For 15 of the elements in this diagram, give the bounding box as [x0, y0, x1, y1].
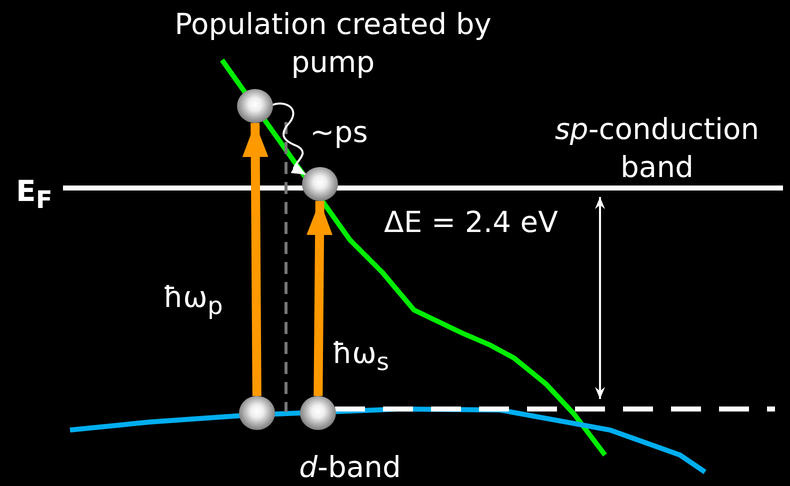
- time-label: ~ps: [310, 114, 368, 151]
- photon-energy-label: ħω$_{p}$: [163, 279, 223, 322]
- photon-energy-label: ħω$_{s}$: [332, 335, 390, 378]
- annotation-text: Population created by pump: [174, 6, 492, 81]
- band-label: d-band: [298, 449, 402, 486]
- electron-sphere: [237, 89, 273, 123]
- band-label: sp-conduction band: [554, 111, 760, 186]
- electron-sphere: [300, 396, 336, 430]
- electron-sphere: [239, 396, 275, 430]
- fermi-level-label: E$_{F}$: [16, 173, 52, 216]
- arrow: [306, 200, 333, 396]
- electron-sphere: [302, 167, 338, 201]
- arrow: [242, 122, 268, 396]
- wavy-arrow: [272, 102, 306, 176]
- energy-label: ΔE = 2.4 eV: [384, 204, 558, 241]
